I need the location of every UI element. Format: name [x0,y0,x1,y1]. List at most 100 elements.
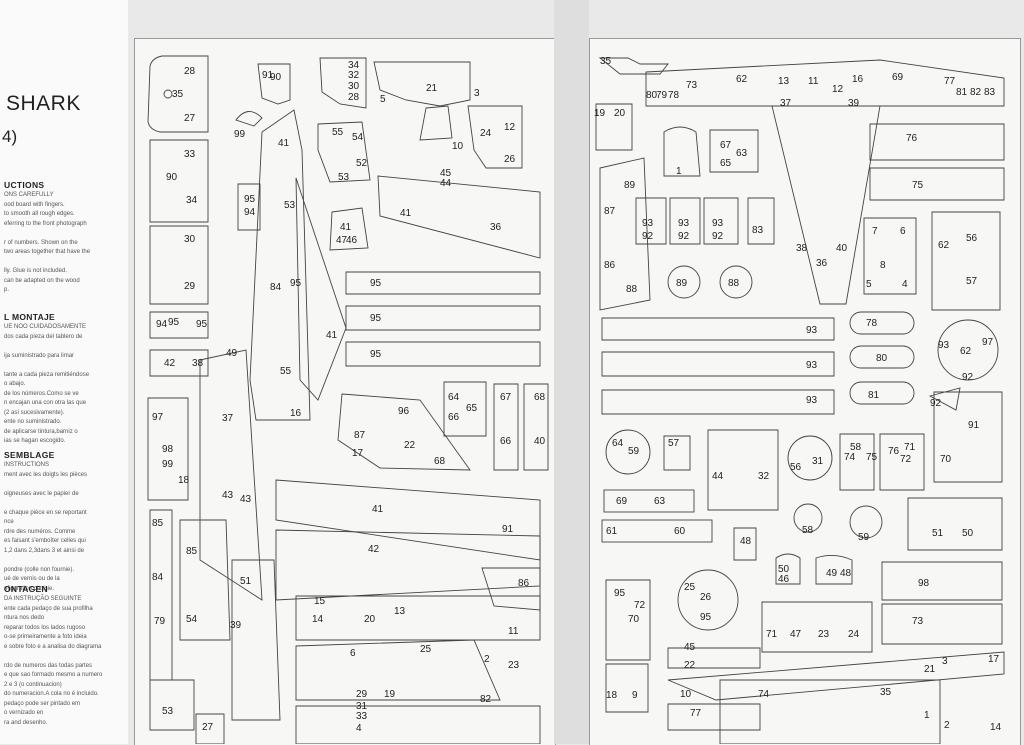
instruction-line: e que sao formado mesmo a numero [4,672,103,678]
part-number: 53 [284,200,296,211]
instruction-line: UE NOO CUIDADOSAMENTE [4,324,87,330]
part-number: 51 [932,528,944,539]
part-number: 92 [642,231,654,242]
part-number: 93 [806,325,818,336]
part-number: 59 [628,446,640,457]
instruction-line: rdo de numeros das todas partes [4,662,93,669]
model-title-suffix: 4) [2,127,18,146]
part-number: 48 [840,568,852,579]
part-number: 27 [202,722,214,733]
instruction-line: dos cada pieza del tablero de [4,333,83,340]
part-number: 24 [848,629,860,640]
part-number: 40 [534,436,546,447]
part-number: 29 [184,281,196,292]
instruction-line: reparar todos los lados rugoso [4,624,86,631]
part-number: 42 [368,544,380,555]
part-number: 30 [184,234,196,245]
part-number: 78 [866,318,878,329]
part-number: 41 [400,208,412,219]
part-number: 63 [654,496,666,507]
instruction-line: pedaço pode ser pintado em [4,700,81,707]
part-number: 46 [778,574,790,585]
part-number: 25 [420,644,432,655]
instruction-line: o abajo. [4,381,26,387]
part-number: 68 [434,456,446,467]
part-number: 49 [826,568,838,579]
instruction-line: p. [4,287,10,293]
part-number: 12 [504,122,516,133]
part-number: 53 [338,172,350,183]
instruction-line: ente no suministrado. [4,419,62,425]
part-number: 10 [452,141,464,152]
model-title: SHARK [6,92,81,115]
part-number: 13 [778,76,790,87]
part-number: 35 [172,89,184,100]
part-number: 33 [184,149,196,160]
part-number: 32 [758,471,770,482]
part-number: 28 [348,92,360,103]
instruction-line: e sobre foto e a analisa do diagrama [4,643,102,650]
part-number: 43 [222,490,234,501]
part-number: 49 [226,348,238,359]
part-number: 16 [290,408,302,419]
part-number: 41 [372,504,384,515]
part-number: 43 [240,494,252,505]
part-number: 17 [988,654,1000,665]
parts-sheet-right [589,38,1021,745]
instruction-line: nfiguration choisie. [4,585,55,592]
instruction-line: oigneuses avec le papier de [4,490,79,497]
part-number: 90 [270,72,282,83]
instruction-line: de aplicarse tintura,barniz o [4,428,78,435]
part-number: 99 [234,129,246,140]
part-number: 31 [812,456,824,467]
part-number: 95 [290,278,302,289]
part-number: 57 [668,438,680,449]
part-number: 41 [326,330,338,341]
part-number: 98 [162,444,174,455]
instruction-line: de los números.Como se ve [4,390,79,397]
part-number: 92 [930,398,942,409]
part-number: 58 [802,525,814,536]
part-number: 28 [184,66,196,77]
part-number: 44 [712,471,724,482]
part-number: 83 [752,225,764,236]
part-number: 45 [684,642,696,653]
part-number: 88 [626,284,638,295]
part-number: 61 [606,526,618,537]
part-number: 38 [796,243,808,254]
part-number: 95 [168,317,180,328]
part-number: 59 [858,532,870,543]
part-number: 45 [440,168,452,179]
part-number: 62 [960,346,972,357]
part-number: 53 [162,706,174,717]
part-number: 27 [184,113,196,124]
part-number: 69 [616,496,628,507]
part-number: 95 [370,313,382,324]
part-number: 4 [356,723,362,734]
part-number: 96 [398,406,410,417]
part-number: 62 [938,240,950,251]
part-number: 47 [336,235,348,246]
part-number: 57 [966,276,978,287]
part-number: 84 [270,282,282,293]
part-number: 93 [642,218,654,229]
part-number: 40 [836,243,848,254]
part-number: 1 [676,166,682,177]
part-number: 85 [186,546,198,557]
part-number: 94 [156,319,168,330]
part-number: 20 [364,614,376,625]
part-number: 21 [924,664,936,675]
instruction-line: to smooth all rough edges. [4,211,75,217]
part-number: 24 [480,128,492,139]
part-number: 77 [944,76,956,87]
instruction-line: ué de vernis ou de la [4,576,60,582]
part-number: 93 [712,218,724,229]
part-number: 95 [700,612,712,623]
part-number: 65 [720,158,732,169]
part-number: 80 [876,353,888,364]
part-number: 60 [674,526,686,537]
part-number: 14 [990,722,1002,733]
part-number: 92 [678,231,690,242]
instruction-line: ntura nos dedo [4,615,45,621]
part-number: 97 [152,412,164,423]
